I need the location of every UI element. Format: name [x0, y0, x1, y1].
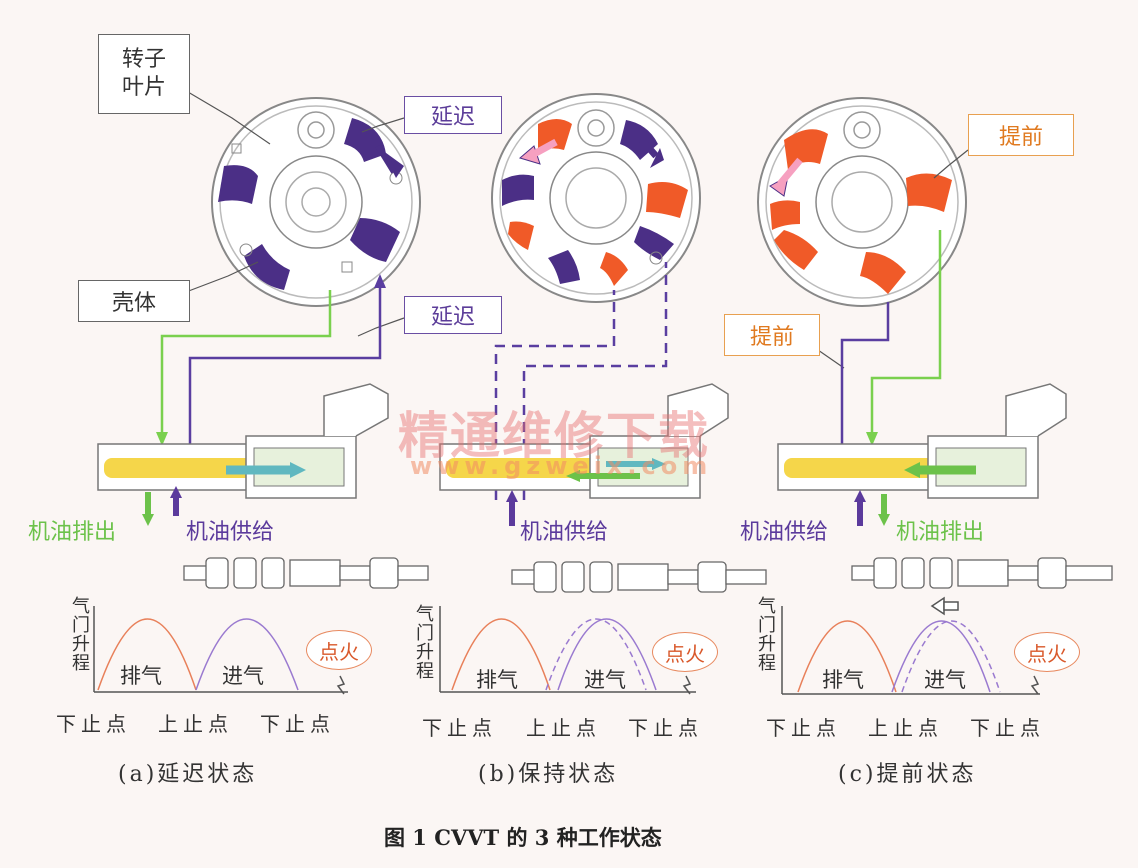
spool-c	[851, 557, 1113, 589]
rotor-label-line2: 叶片	[121, 75, 166, 100]
advance-chamber	[906, 173, 952, 212]
state-label-a: (a)延迟状态	[118, 762, 258, 787]
shift-arrow-icon	[930, 596, 945, 616]
housing-label: 壳体	[78, 280, 190, 322]
retard-chamber	[218, 165, 258, 204]
advance-chamber	[774, 230, 818, 270]
retard-label-top: 延迟	[404, 96, 502, 134]
state-label-c: (c)提前状态	[838, 762, 977, 787]
retard-chamber	[634, 226, 674, 260]
intake-label-b: 进气	[584, 668, 626, 692]
oil-supply-label-b: 机油供给	[520, 520, 609, 545]
ocv-c	[777, 383, 1067, 526]
callout-lines	[185, 91, 969, 369]
retard-chamber	[502, 174, 534, 206]
ignition-badge-a: 点火	[306, 630, 372, 670]
ocv-b	[439, 383, 729, 526]
phaser-b	[491, 93, 701, 303]
oil-supply-label-a: 机油供给	[186, 520, 275, 545]
advance-chamber	[860, 252, 906, 294]
advance-chamber	[508, 221, 534, 250]
phaser-c	[757, 97, 967, 307]
oil-drain-label-c: 机油排出	[896, 520, 985, 545]
ignition-badge-c: 点火	[1014, 632, 1080, 672]
graph-a	[93, 606, 348, 695]
oil-supply-label-c: 机油供给	[740, 520, 829, 545]
exhaust-label-a: 排气	[120, 664, 162, 688]
figure-caption: 图 1 CVVT 的 3 种工作状态	[384, 825, 662, 850]
retard-chamber	[344, 118, 386, 162]
graph-b	[439, 606, 696, 695]
intake-label-c: 进气	[924, 668, 966, 692]
y-axis-label-b: 气门升程	[413, 604, 434, 680]
spool-a	[183, 557, 429, 589]
watermark-main: 精通维修下载	[398, 407, 710, 465]
retard-arrow	[650, 148, 664, 168]
ocv-a	[97, 383, 389, 526]
x-tick-c-1: 下止点	[766, 716, 841, 740]
rotor-label-line1: 转子	[121, 47, 166, 72]
retard-chamber	[244, 244, 290, 290]
ignition-badge-b: 点火	[652, 632, 718, 672]
watermark-url: www.gzweix.com	[410, 452, 713, 480]
advance-chamber	[646, 182, 688, 218]
retard-chamber	[548, 250, 580, 284]
y-axis-label-c: 气门升程	[755, 596, 776, 672]
exhaust-label-b: 排气	[476, 668, 518, 692]
x-tick-a-3: 下止点	[260, 712, 335, 736]
advance-chamber	[770, 200, 800, 230]
state-label-b: (b)保持状态	[478, 762, 619, 787]
x-tick-c-2: 上止点	[868, 716, 943, 740]
x-tick-a-1: 下止点	[56, 712, 131, 736]
rotor-vane-label: 转子 叶片	[98, 34, 190, 114]
y-axis-label-a: 气门升程	[69, 596, 90, 672]
x-tick-a-2: 上止点	[158, 712, 233, 736]
oil-drain-label-a: 机油排出	[28, 520, 117, 545]
advance-chamber	[784, 129, 828, 170]
graph-c	[781, 606, 1040, 695]
x-tick-b-3: 下止点	[628, 716, 703, 740]
exhaust-label-c: 排气	[822, 668, 864, 692]
phaser-a	[211, 97, 421, 307]
advance-label-top: 提前	[968, 114, 1074, 156]
retard-chamber	[350, 218, 400, 262]
intake-label-a: 进气	[222, 664, 264, 688]
retard-label-line: 延迟	[404, 296, 502, 334]
spool-b	[511, 561, 767, 593]
x-tick-c-3: 下止点	[970, 716, 1045, 740]
advance-label-line: 提前	[724, 314, 820, 356]
x-tick-b-2: 上止点	[526, 716, 601, 740]
advance-chamber	[600, 252, 628, 286]
x-tick-b-1: 下止点	[422, 716, 497, 740]
oil-lines	[156, 230, 942, 500]
